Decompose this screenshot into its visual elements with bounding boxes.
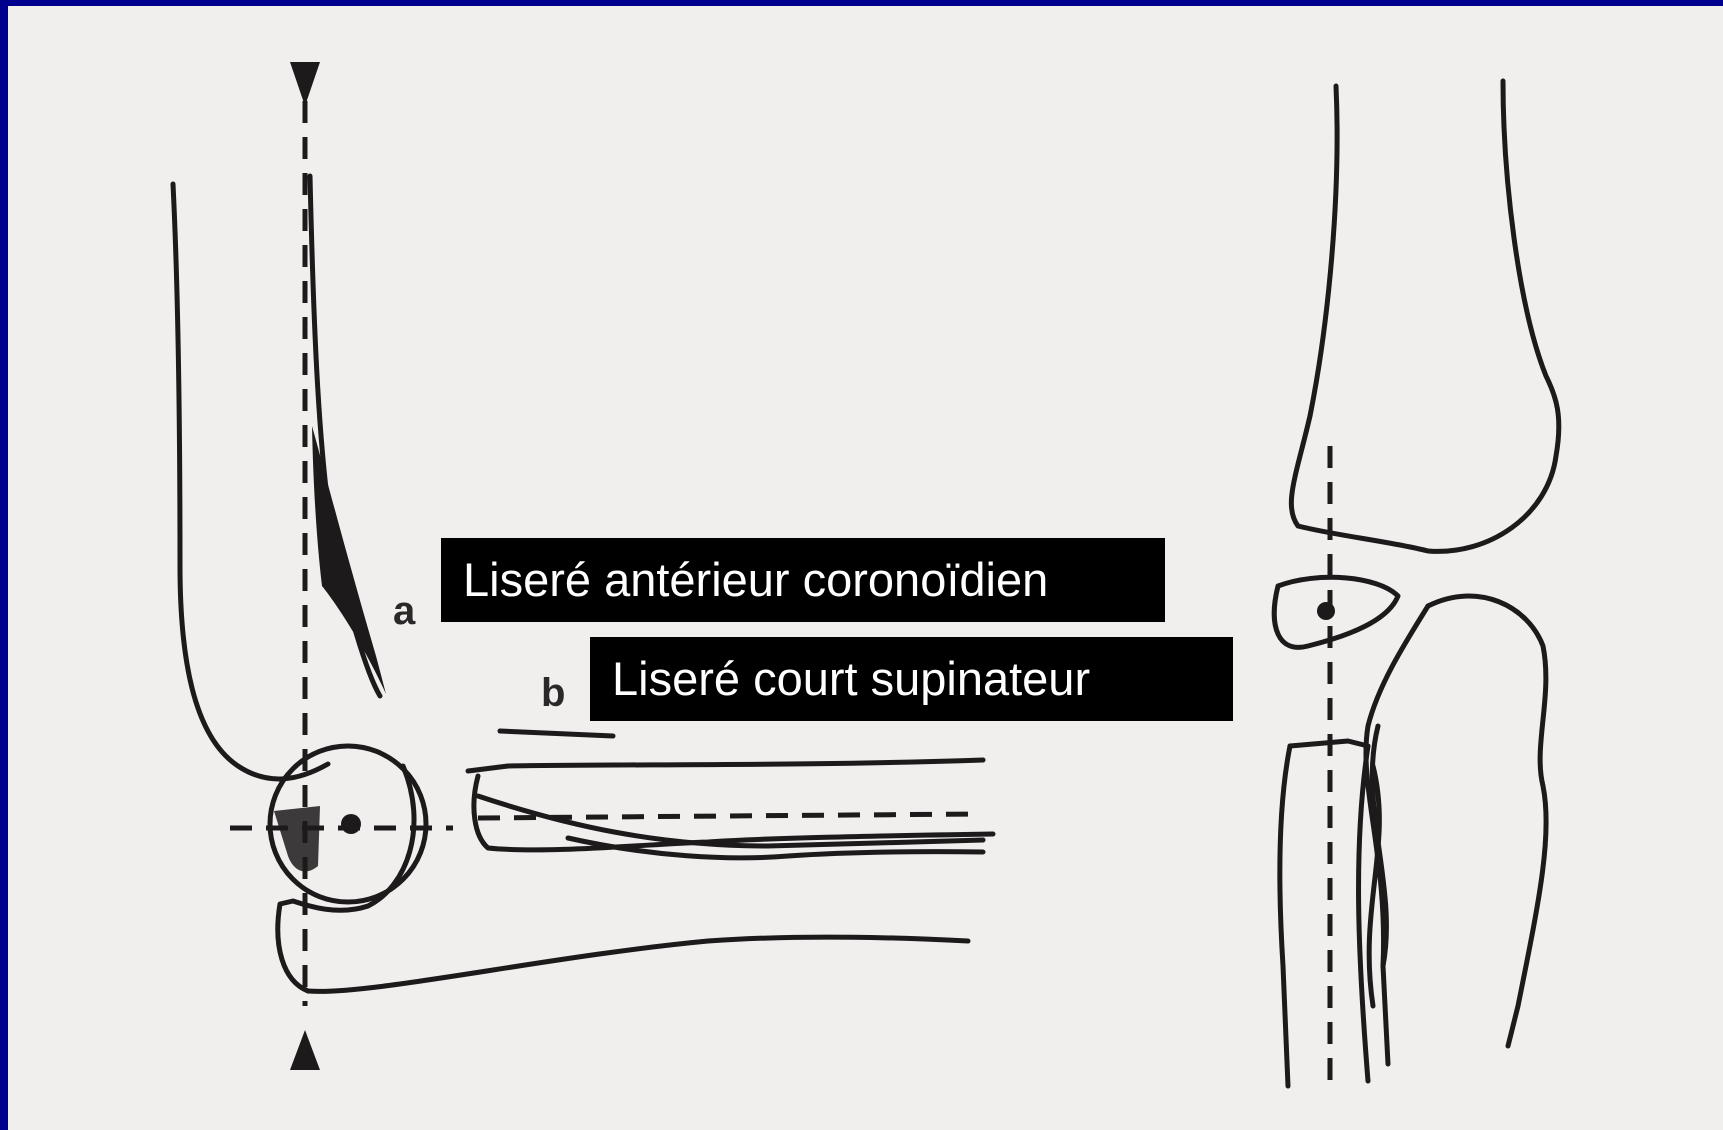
frontal-ulna-outline	[1428, 596, 1546, 1046]
supinator-line-label: Liseré court supinateur	[590, 637, 1233, 721]
frontal-humerus-outline	[1291, 81, 1559, 551]
letter-a: a	[393, 589, 416, 633]
top-arrow-marker	[290, 62, 320, 106]
frontal-elbow-view	[1274, 81, 1559, 1086]
supinator-fat-line	[500, 731, 613, 736]
radius-outline	[468, 760, 983, 771]
frontal-radius-lateral	[1280, 746, 1290, 1086]
slide-frame: a b Liseré antérieur coronoïdien Liseré …	[8, 6, 1723, 1130]
capitellum-center-dot	[341, 814, 361, 834]
bottom-arrow-marker	[290, 1030, 320, 1070]
frontal-center-dot	[1317, 602, 1335, 620]
frontal-radius-crossing	[1369, 726, 1386, 1006]
coronoid-line-label: Liseré antérieur coronoïdien	[441, 538, 1165, 622]
radius-axis-line	[478, 814, 976, 818]
ulna-outline	[278, 766, 968, 991]
letter-b: b	[541, 671, 565, 715]
frontal-capitellum-outline	[1274, 577, 1398, 647]
